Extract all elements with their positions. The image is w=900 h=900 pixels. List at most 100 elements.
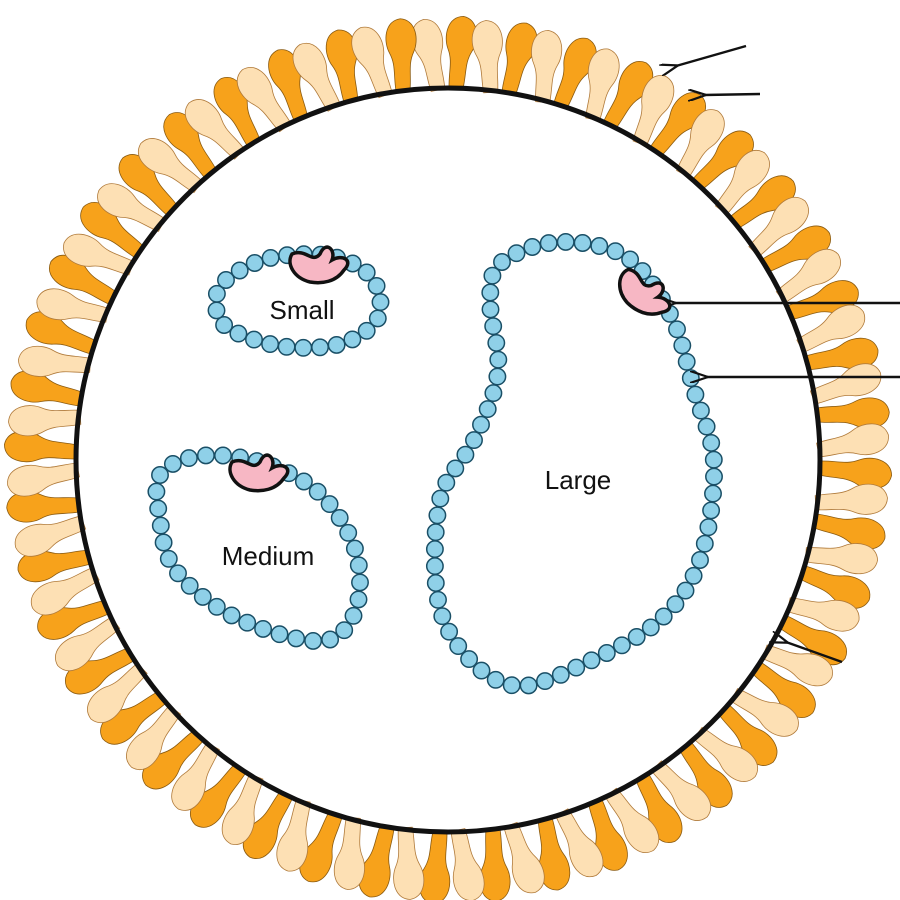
rna-bead-icon [270,625,289,644]
surface-protein-icon [18,311,97,377]
rna-bead-icon [294,338,313,357]
surface-protein-icon [751,644,833,718]
rna-bead-icon [311,338,329,357]
rna-bead-icon [214,446,232,465]
rna-bead-icon [691,551,709,569]
rna-bead-icon [207,284,226,303]
rna-bead-icon [426,574,445,592]
surface-protein-icon [184,77,261,160]
surface-protein-icon [292,29,359,112]
rna-bead-icon [556,232,575,251]
rna-bead-icon [686,385,705,404]
rna-bead-icon [287,629,306,648]
rna-bead-icon [449,637,468,656]
rnp-segment-medium [147,446,369,650]
surface-protein-icon [809,363,890,429]
rna-bead-icon [254,619,273,638]
surface-protein-icon [531,30,597,109]
rna-bead-icon [304,631,323,650]
surface-protein-icon [97,154,178,232]
rna-bead-icon [230,261,249,280]
rna-bead-icon [261,335,280,354]
rna-bead-icon [261,248,280,267]
rna-bead-icon [207,301,226,320]
surface-protein-icon [138,112,217,194]
rna-bead-icon [606,242,625,261]
rna-bead-icon [335,621,354,640]
rna-bead-icon [597,644,616,662]
rna-bead-icon [705,467,723,486]
rna-bead-icon [691,401,710,420]
surface-protein-icon [812,483,888,550]
surface-protein-icon [351,18,417,99]
rna-bead-icon [677,352,696,371]
rna-bead-icon [456,445,475,464]
surface-protein-icon [714,150,796,229]
surface-protein-icon [65,647,148,724]
rna-bead-icon [440,622,459,641]
rna-bead-icon [488,367,507,386]
polymerase-icon [228,453,290,493]
surface-protein-icon [411,15,477,92]
surface-protein-icon [585,48,654,129]
rna-bead-icon [308,482,327,501]
rna-bead-icon [446,459,465,478]
rna-bead-icon [294,472,313,491]
rna-bead-icon [149,499,168,518]
rna-bead-icon [349,590,368,609]
rna-bead-icon [151,466,169,484]
rna-bead-icon [229,324,248,343]
polymerase-small [288,245,350,285]
rna-bead-icon [472,661,491,680]
rna-bead-icon [320,495,339,514]
ribonucleoproteins [147,232,723,695]
rna-bead-icon [371,293,390,312]
rna-bead-icon [481,300,500,319]
rna-bead-icon [573,234,592,252]
rna-bead-icon [621,250,640,269]
rna-bead-icon [215,316,234,334]
rna-bead-icon [612,636,631,655]
rna-bead-icon [582,651,601,670]
polymerase-icon [288,245,350,285]
rna-bead-icon [433,607,452,626]
surface-protein-icon [632,75,706,157]
rna-bead-icon [704,484,722,503]
rna-bead-icon [345,539,364,558]
rna-bead-icon [483,266,502,285]
rna-bead-icon [238,613,257,632]
rna-bead-icon [673,336,692,355]
rna-bead-icon [472,415,490,434]
arrow-icon [786,642,843,664]
rna-bead-icon [222,606,241,625]
rna-bead-icon [697,417,716,436]
rnp-segment-small [207,245,390,357]
rna-bead-icon [330,508,349,527]
rna-bead-icon [426,523,445,542]
rna-bead-icon [478,400,497,419]
rna-bead-icon [507,244,526,263]
surface-protein-icon [718,688,799,766]
rna-bead-icon [487,333,506,352]
rna-bead-icon [349,556,368,575]
rna-bead-icon [425,540,444,559]
rna-bead-icon [344,606,363,625]
rna-bead-icon [481,283,500,302]
rna-bead-icon [502,676,521,695]
rna-bead-icon [536,672,554,691]
rna-bead-icon [539,234,558,253]
rna-bead-icon [196,446,215,465]
surface-protein-icon [190,763,264,845]
surface-protein-icon [799,543,878,609]
rna-bead-icon [151,516,170,535]
rna-bead-icon [702,501,721,520]
rna-bead-icon [654,607,673,626]
surface-protein-icon [419,828,485,900]
arrow-icon [704,94,761,95]
rna-bead-icon [699,518,718,537]
surface-protein-icon [635,760,712,843]
surface-protein-icon [537,808,604,891]
rna-bead-icon [357,321,376,340]
rna-bead-icon [343,330,362,349]
